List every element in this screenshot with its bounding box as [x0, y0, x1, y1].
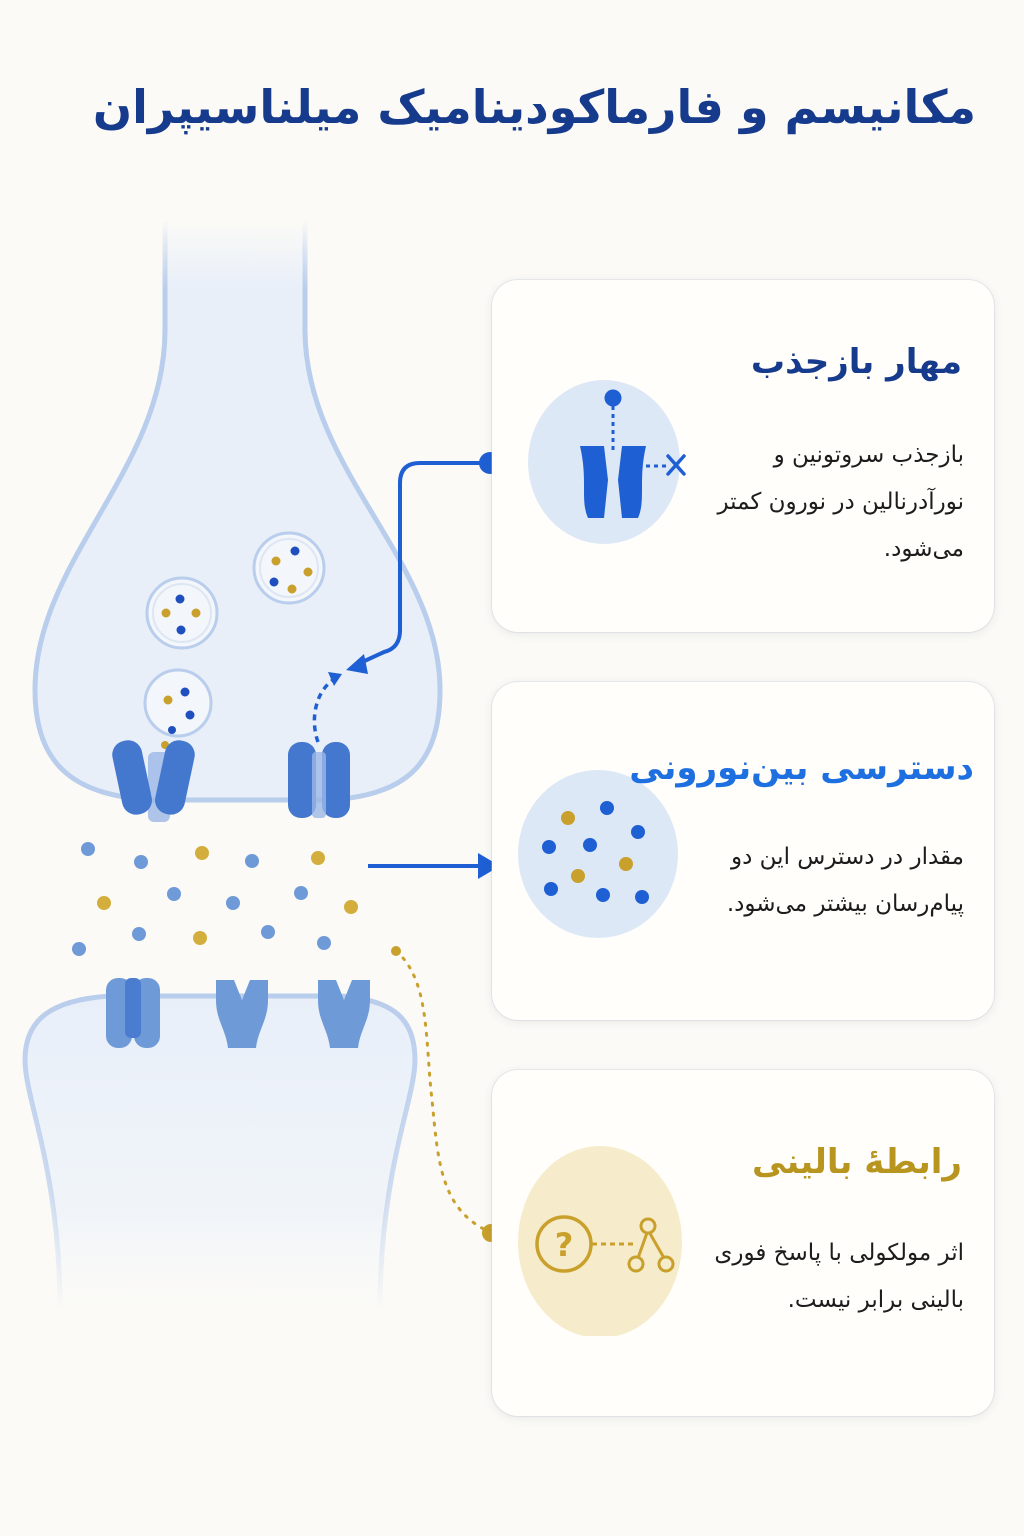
card-text: اثر مولکولی با پاسخ فوری بالینی برابر نی…	[714, 1240, 964, 1313]
reuptake-dashed-arrow	[312, 676, 337, 743]
receptor	[106, 978, 160, 1048]
card-text: مقدار در دسترس این دو پیام‌رسان بیشتر می…	[726, 844, 964, 917]
card-title: مهار بازجذب	[750, 342, 962, 382]
connector-availability	[368, 853, 500, 879]
release-channel	[112, 740, 195, 822]
vesicle-releasing	[143, 668, 213, 749]
card-text: بازجذب سروتونین و نورآدرنالین در نورون ک…	[717, 442, 964, 562]
card-title: دسترسی بین‌نورونی	[629, 748, 974, 788]
vesicle	[145, 576, 219, 650]
transporter-blocked-icon	[528, 380, 686, 544]
vesicle	[252, 531, 326, 605]
card-title: رابطهٔ بالینی	[751, 1142, 962, 1182]
neurotransmitter-cluster-icon	[518, 770, 678, 938]
presynaptic-neuron	[32, 220, 443, 803]
synaptic-cleft-molecules	[72, 842, 358, 956]
receptor	[318, 980, 370, 1048]
reuptake-transporter	[288, 742, 350, 818]
page-title: مکانیسم و فارماکودینامیک میلناسیپران	[92, 80, 976, 134]
svg-text:?: ?	[555, 1226, 574, 1264]
card-interneuronal-availability: دسترسی بین‌نورونی مقدار در دسترس این دو …	[492, 682, 994, 1020]
card-clinical-relationship: ? رابطهٔ بالینی اثر مولکولی با پاسخ فوری…	[492, 1070, 994, 1416]
card-reuptake-inhibition: مهار بازجذب بازجذب سروتونین و نورآدرنالی…	[492, 280, 994, 632]
receptor	[216, 980, 268, 1048]
question-network-icon: ?	[518, 1146, 682, 1336]
